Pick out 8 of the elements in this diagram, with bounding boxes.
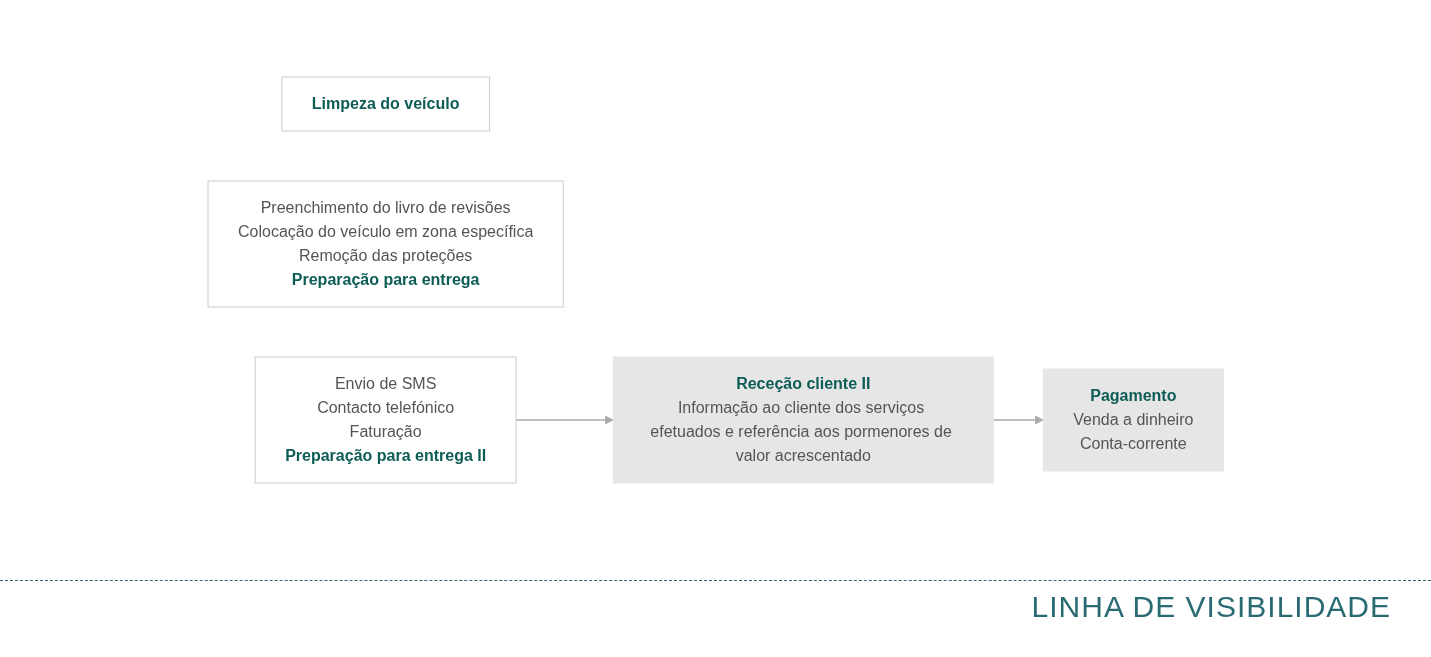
node-box: Limpeza do veículo — [281, 76, 490, 132]
node-box: Preenchimento do livro de revisões Colocação do veículo em zona específica Remoção das proteções Preparação para entrega — [207, 180, 564, 308]
arrow — [992, 415, 1044, 425]
node-box: Receção cliente II Informação ao cliente dos serviços efetuados e referência aos pormenores de valor acrescentado — [612, 356, 994, 484]
node-box: Envio de SMS Contacto telefónico Faturação Preparação para entrega II — [254, 356, 517, 484]
arrow — [515, 415, 614, 425]
visibility-line-label: LINHA DE VISIBILIDADE — [1031, 590, 1391, 623]
node-box: Pagamento Venda a dinheiro Conta-corrente — [1042, 368, 1224, 472]
